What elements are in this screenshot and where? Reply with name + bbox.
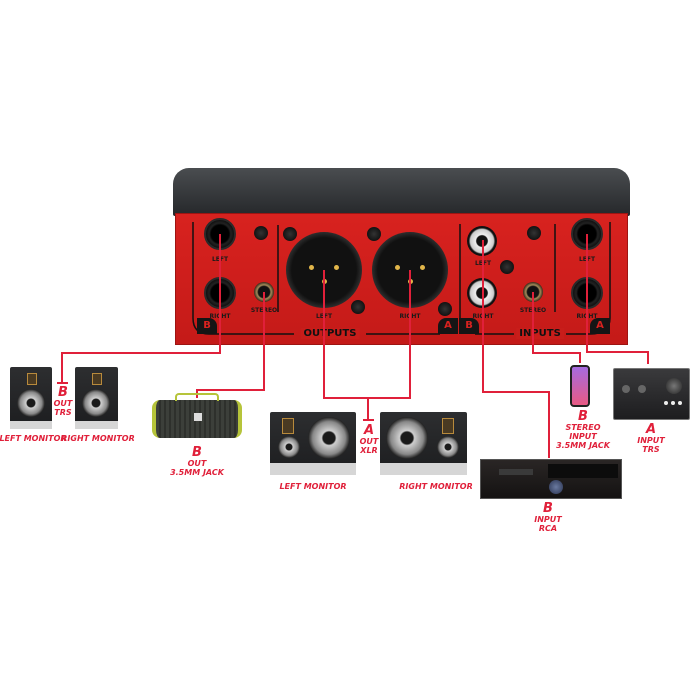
line-b-input-rca (482, 240, 550, 458)
left-big-monitor-label: LEFT MONITOR (279, 482, 347, 491)
screw (438, 302, 452, 316)
left-small-monitor-label: LEFT MONITOR (0, 434, 67, 443)
smartphone-image (570, 365, 590, 407)
badge-in-a: A (590, 318, 610, 334)
speaker-handle (175, 393, 219, 401)
badge-out-a: A (438, 318, 458, 334)
line-b-out-trs (57, 234, 221, 384)
screw (367, 227, 381, 241)
right-big-monitor-image (380, 412, 467, 475)
badge-out-b: B (197, 318, 217, 334)
line-b-out-3-5mm (196, 292, 265, 398)
line-a-out-xlr (323, 270, 411, 421)
left-big-monitor-image (270, 412, 356, 475)
screw (527, 226, 541, 240)
line-b-stereo-input (532, 292, 581, 363)
screw (254, 226, 268, 240)
screw (500, 260, 514, 274)
line-a-input-trs (586, 234, 649, 364)
inputs-section-label: INPUTS (516, 328, 564, 339)
right-small-monitor-label: RIGHT MONITOR (61, 434, 135, 443)
right-big-monitor-label: RIGHT MONITOR (399, 482, 473, 491)
outputs-section-label: OUTPUTS (300, 328, 360, 339)
audio-interface-image (613, 368, 690, 420)
stereo-receiver-image (480, 459, 622, 499)
badge-in-b: B (459, 318, 479, 334)
left-small-monitor-image (10, 367, 52, 429)
portable-speaker-image (152, 400, 242, 438)
device-top-cover (173, 168, 630, 216)
screw (283, 227, 297, 241)
right-small-monitor-image (75, 367, 118, 429)
screw (351, 300, 365, 314)
